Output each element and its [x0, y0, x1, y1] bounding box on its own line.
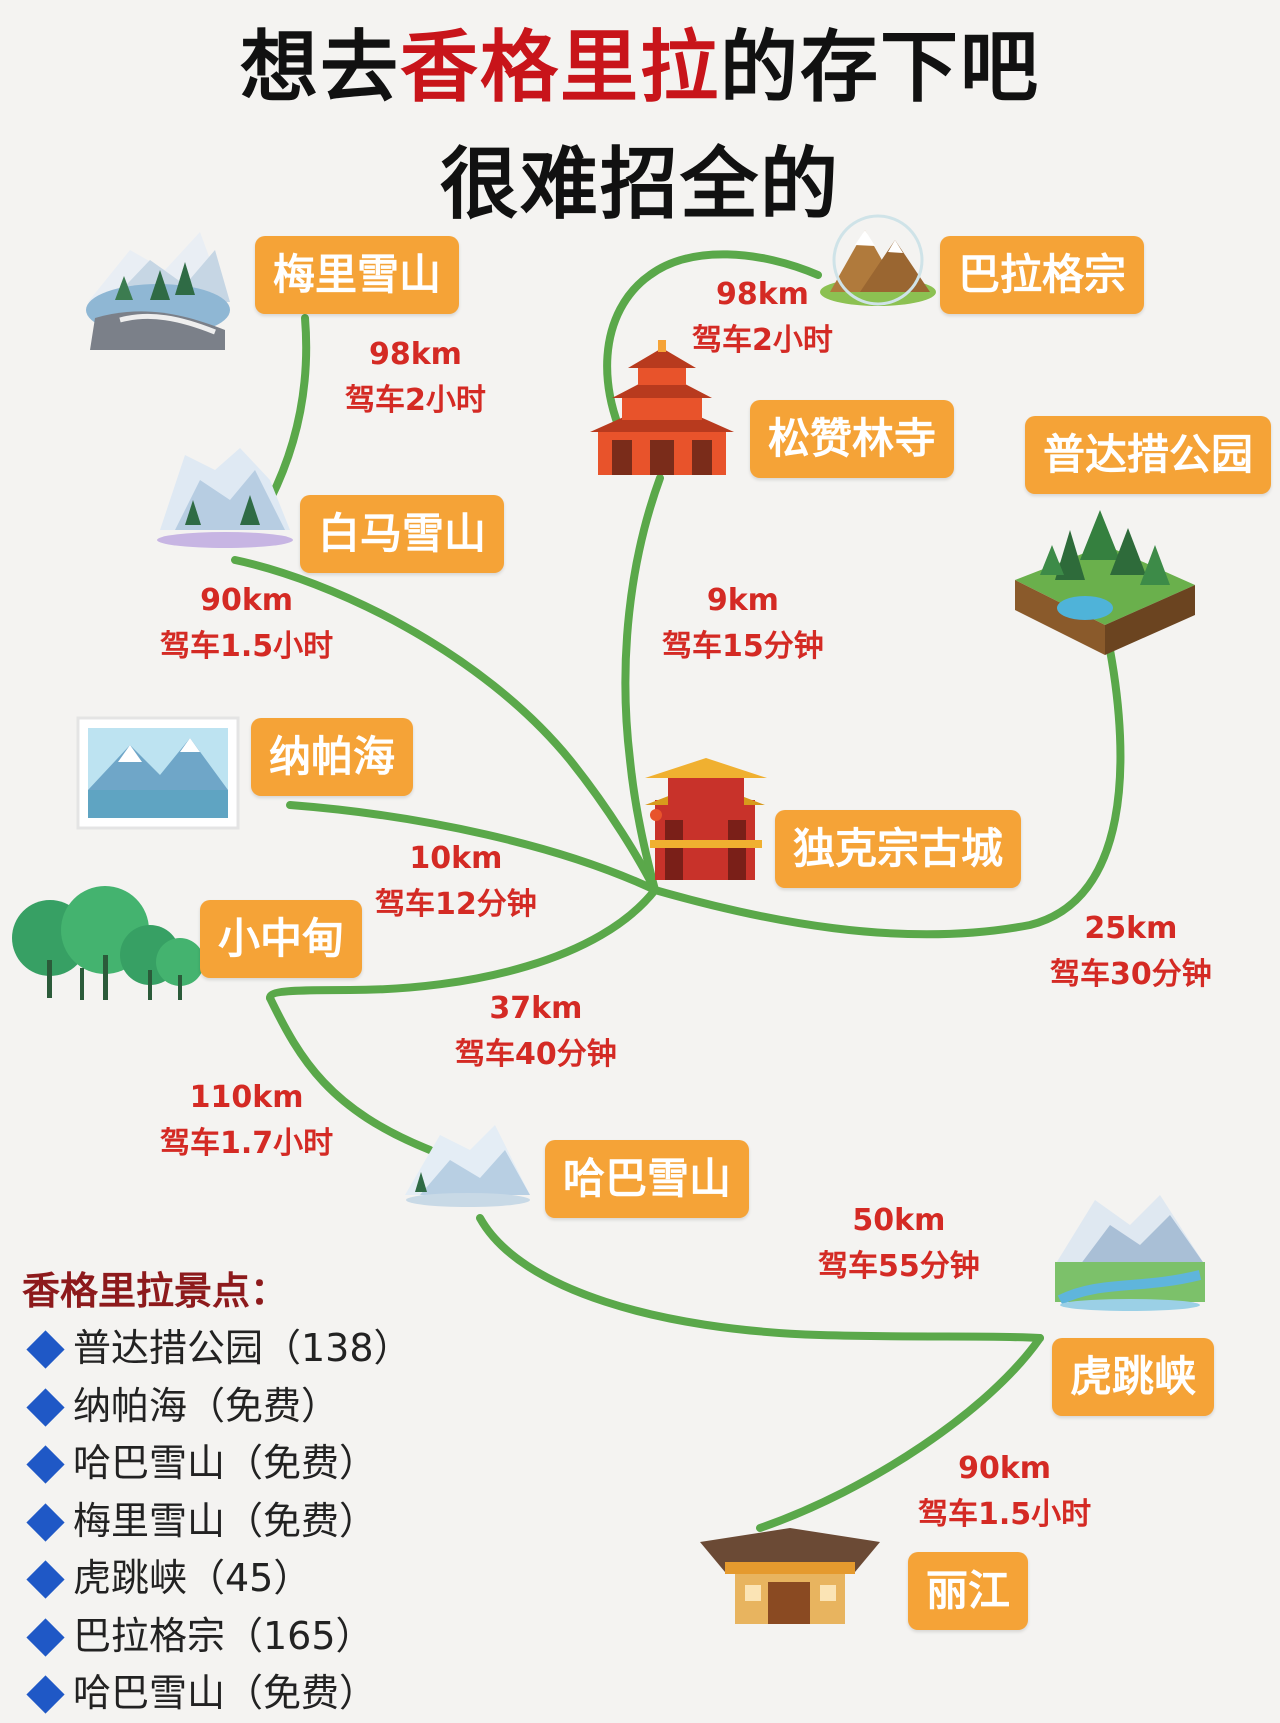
route-balagezong-songzanlin — [603, 250, 822, 474]
route-haba-hutiaoxia-distance: 50km 驾车55分钟 — [818, 1198, 980, 1290]
route-dukezong-pudacuo — [651, 646, 1125, 939]
route-napahai-dukezong — [286, 801, 659, 894]
place-label-haba[interactable]: 哈巴雪山 — [545, 1140, 750, 1218]
route-drive-time: 驾车55分钟 — [818, 1249, 980, 1284]
attractions-legend: 香格里拉景点： 普达措公园（138） 纳帕海（免费） 哈巴雪山（免费） 梅里雪山… — [22, 1262, 412, 1723]
ancient-city-gate-icon — [645, 758, 767, 880]
route-distance-km: 90km — [958, 1451, 1052, 1486]
route-hutiaoxia-lijiang — [756, 1334, 1044, 1532]
place-label-hutiaoxia[interactable]: 虎跳峡 — [1052, 1338, 1215, 1416]
route-drive-time: 驾车15分钟 — [662, 629, 824, 664]
old-house-icon — [700, 1528, 880, 1624]
legend-item-text: 普达措公园（138） — [73, 1326, 412, 1370]
route-drive-time: 驾车2小时 — [345, 383, 486, 418]
diamond-bullet-icon — [26, 1560, 65, 1599]
place-label-napahai[interactable]: 纳帕海 — [251, 718, 414, 796]
route-napahai-dukezong-distance: 10km 驾车12分钟 — [375, 836, 537, 928]
route-drive-time: 驾车30分钟 — [1050, 957, 1212, 992]
route-distance-km: 10km — [409, 841, 503, 876]
diamond-bullet-icon — [26, 1387, 65, 1427]
legend-item: 普达措公园（138） — [22, 1320, 412, 1378]
snow-mountain-icon — [405, 1125, 530, 1207]
title-prefix: 想去 — [239, 23, 400, 113]
legend-item: 哈巴雪山（免费） — [22, 1665, 412, 1723]
route-distance-km: 90km — [200, 583, 294, 618]
title-line2: 很难招全的 — [439, 140, 840, 230]
route-baima-dukezong — [231, 556, 659, 894]
route-distance-km: 25km — [1084, 911, 1178, 946]
diamond-bullet-icon — [26, 1675, 65, 1714]
route-songzanlin-dukezong-distance: 9km 驾车15分钟 — [662, 578, 824, 670]
title-line1: 想去香格里拉的存下吧 — [0, 18, 1280, 118]
temple-icon — [590, 340, 734, 475]
legend-item: 虎跳峡（45） — [22, 1550, 412, 1608]
route-dukezong-xiaozhongdian — [266, 886, 659, 1002]
legend-item-text: 虎跳峡（45） — [73, 1556, 312, 1600]
place-label-balagezong[interactable]: 巴拉格宗 — [940, 236, 1145, 314]
route-distance-km: 110km — [189, 1080, 304, 1115]
route-distance-km: 50km — [852, 1203, 946, 1238]
place-label-meili[interactable]: 梅里雪山 — [255, 236, 460, 314]
route-xiaozhongdian-haba-distance: 110km 驾车1.7小时 — [160, 1075, 333, 1167]
title-suffix: 的存下吧 — [720, 23, 1041, 113]
legend-item: 巴拉格宗（165） — [22, 1608, 412, 1666]
forest-lake-icon — [1015, 510, 1195, 655]
route-dukezong-pudacuo-distance: 25km 驾车30分钟 — [1050, 906, 1212, 998]
legend-title: 香格里拉景点： — [22, 1269, 289, 1313]
route-hutiaoxia-lijiang-distance: 90km 驾车1.5小时 — [918, 1446, 1091, 1538]
legend-item-text: 梅里雪山（免费） — [73, 1498, 378, 1543]
title-highlight: 香格里拉 — [399, 23, 720, 113]
route-balagezong-songzanlin-distance: 98km 驾车2小时 — [692, 272, 833, 364]
route-drive-time: 驾车1.5小时 — [918, 1497, 1092, 1532]
route-distance-km: 98km — [715, 277, 809, 312]
route-meili-baima-distance: 98km 驾车2小时 — [345, 332, 486, 424]
diamond-bullet-icon — [26, 1617, 65, 1657]
diamond-bullet-icon — [26, 1445, 65, 1484]
place-label-pudacuo[interactable]: 普达措公园 — [1025, 416, 1272, 494]
route-meili-baima — [266, 314, 311, 504]
legend-item: 哈巴雪山（免费） — [22, 1435, 412, 1493]
place-label-songzanlin[interactable]: 松赞林寺 — [750, 400, 955, 478]
legend-item: 纳帕海（免费） — [22, 1378, 412, 1436]
route-drive-time: 驾车2小时 — [692, 323, 833, 358]
trees-icon — [12, 886, 204, 1000]
legend-item: 梅里雪山（免费） — [22, 1493, 412, 1551]
route-xiaozhongdian-haba — [266, 994, 434, 1154]
route-dukezong-xiaozhongdian-distance: 37km 驾车40分钟 — [455, 986, 617, 1078]
place-label-lijiang[interactable]: 丽江 — [908, 1552, 1029, 1630]
lake-landscape-icon — [76, 716, 240, 830]
route-drive-time: 驾车1.7小时 — [160, 1126, 334, 1161]
mountain-peaks-icon — [820, 214, 936, 306]
legend-item-text: 哈巴雪山（免费） — [73, 1441, 378, 1485]
route-distance-km: 98km — [368, 337, 462, 372]
legend-item-text: 巴拉格宗（165） — [73, 1613, 374, 1658]
place-label-xiaozhongdian[interactable]: 小中甸 — [200, 900, 363, 978]
route-distance-km: 9km — [706, 583, 779, 618]
route-haba-hutiaoxia — [476, 1214, 1044, 1342]
route-drive-time: 驾车1.5小时 — [160, 629, 334, 664]
route-songzanlin-dukezong — [621, 474, 664, 894]
diamond-bullet-icon — [26, 1502, 65, 1542]
place-label-dukezong[interactable]: 独克宗古城 — [775, 810, 1022, 888]
place-label-baima[interactable]: 白马雪山 — [300, 495, 505, 573]
diamond-bullet-icon — [26, 1330, 65, 1369]
route-distance-km: 37km — [489, 991, 583, 1026]
gorge-river-icon — [1055, 1195, 1205, 1311]
route-baima-dukezong-distance: 90km 驾车1.5小时 — [160, 578, 333, 670]
route-drive-time: 驾车40分钟 — [455, 1037, 617, 1072]
snow-mountain-icon — [157, 448, 293, 548]
route-drive-time: 驾车12分钟 — [375, 887, 537, 922]
legend-item-text: 纳帕海（免费） — [73, 1383, 340, 1428]
snow-mountain-road-icon — [86, 232, 230, 350]
legend-item-text: 哈巴雪山（免费） — [73, 1671, 378, 1715]
